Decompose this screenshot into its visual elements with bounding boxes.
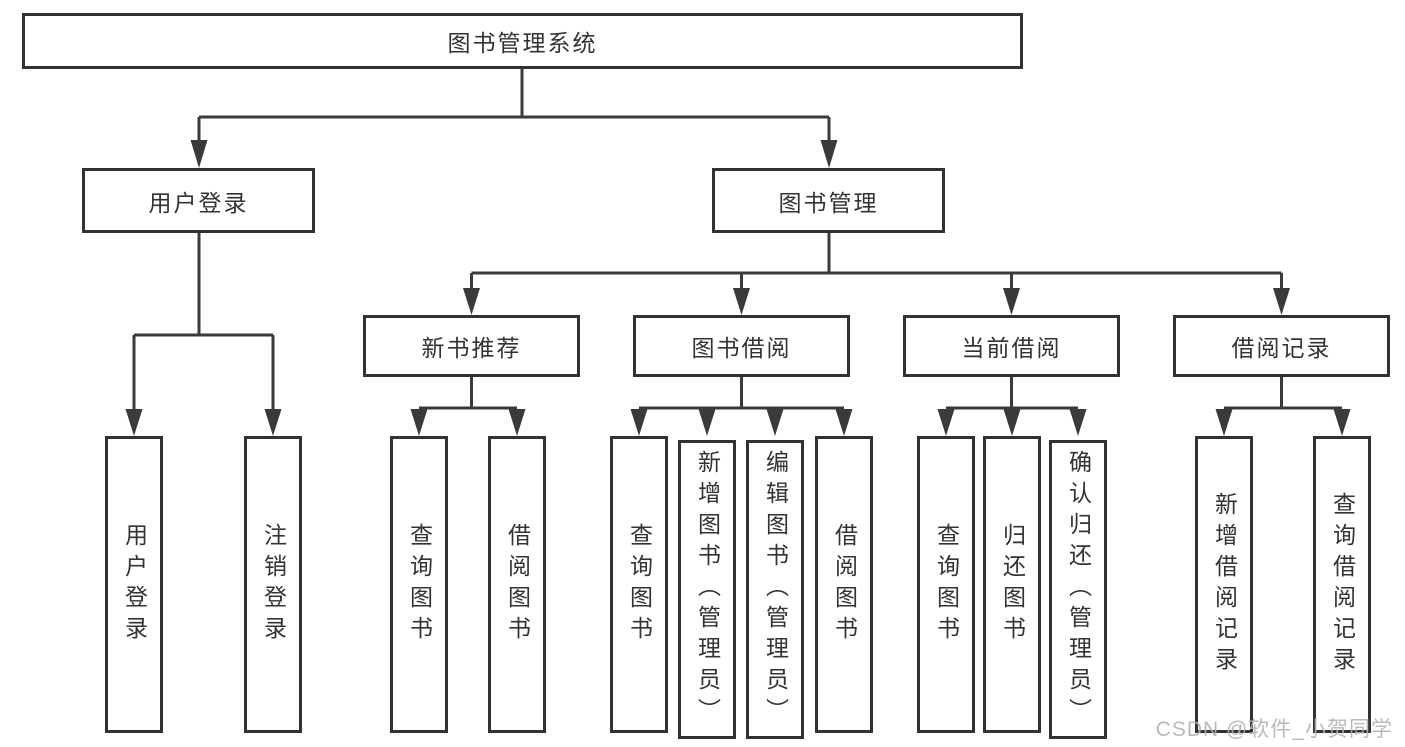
arrowheads (125, 140, 1351, 436)
leaf-borrow-books-recommend-label: 借阅图书 (504, 522, 531, 647)
leaf-logout: 注销登录 (244, 436, 302, 733)
node-book-management-label: 图书管理 (778, 189, 879, 216)
node-current-borrowing-label: 当前借阅 (961, 335, 1062, 361)
leaf-edit-books-admin-label: 编辑图书（管理员） (762, 450, 789, 729)
leaf-borrow-books: 借阅图书 (815, 436, 873, 733)
leaf-user-login-label: 用户登录 (121, 522, 148, 647)
node-book-management: 图书管理 (712, 168, 945, 233)
leaf-add-borrow-record: 新增借阅记录 (1195, 436, 1253, 733)
leaf-return-books: 归还图书 (983, 436, 1041, 733)
leaf-borrow-books-recommend: 借阅图书 (488, 436, 546, 733)
node-user-login: 用户登录 (82, 168, 315, 233)
leaf-query-books-current: 查询图书 (917, 436, 975, 733)
leaf-query-books-recommend: 查询图书 (390, 436, 448, 733)
node-book-borrowing-label: 图书借阅 (691, 335, 792, 361)
leaf-query-books-borrowing-label: 查询图书 (626, 522, 653, 647)
leaf-add-books-admin-label: 新增图书（管理员） (694, 450, 721, 729)
leaf-query-books-recommend-label: 查询图书 (406, 522, 433, 647)
leaf-user-login: 用户登录 (105, 436, 163, 733)
leaf-query-borrow-record-label: 查询借阅记录 (1329, 491, 1356, 678)
node-borrowing-records: 借阅记录 (1173, 315, 1390, 377)
leaf-confirm-return-admin: 确认归还（管理员） (1049, 440, 1107, 739)
node-library-system: 图书管理系统 (22, 13, 1023, 69)
leaf-query-books-current-label: 查询图书 (933, 522, 960, 647)
csdn-watermark: CSDN @软件_小贺同学 (1155, 718, 1393, 741)
leaf-query-books-borrowing: 查询图书 (610, 436, 668, 733)
leaf-confirm-return-admin-label: 确认归还（管理员） (1065, 450, 1092, 729)
node-book-borrowing: 图书借阅 (633, 315, 850, 377)
leaf-query-borrow-record: 查询借阅记录 (1313, 436, 1371, 733)
node-user-login-label: 用户登录 (148, 189, 249, 216)
leaf-return-books-label: 归还图书 (999, 522, 1026, 647)
node-current-borrowing: 当前借阅 (903, 315, 1120, 377)
node-new-book-recommend: 新书推荐 (363, 315, 580, 377)
node-borrowing-records-label: 借阅记录 (1231, 335, 1332, 361)
leaf-borrow-books-label: 借阅图书 (831, 522, 858, 647)
node-library-system-label: 图书管理系统 (447, 30, 598, 56)
leaf-edit-books-admin: 编辑图书（管理员） (746, 440, 804, 739)
node-new-book-recommend-label: 新书推荐 (421, 335, 522, 361)
leaf-add-borrow-record-label: 新增借阅记录 (1211, 491, 1238, 678)
leaf-add-books-admin: 新增图书（管理员） (678, 440, 736, 739)
leaf-logout-label: 注销登录 (260, 522, 287, 647)
